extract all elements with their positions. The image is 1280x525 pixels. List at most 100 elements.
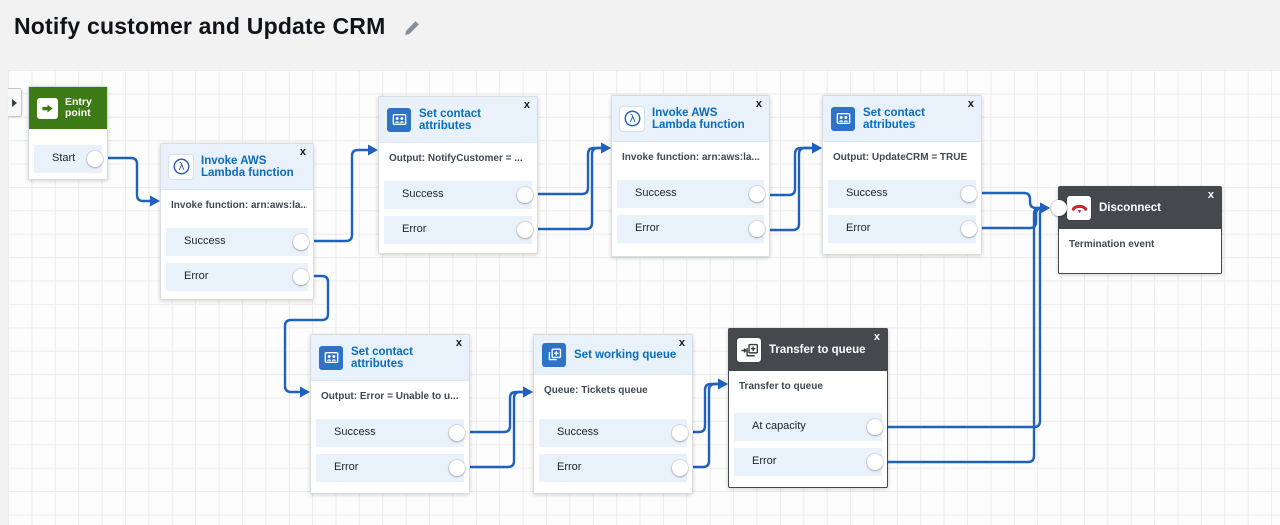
output-row-error: Error xyxy=(734,448,883,476)
connector-port[interactable] xyxy=(449,460,465,476)
connector-port[interactable] xyxy=(672,425,688,441)
output-label: At capacity xyxy=(752,420,806,432)
output-label: Success xyxy=(557,426,599,438)
close-icon[interactable]: x xyxy=(755,98,762,110)
close-icon[interactable]: x xyxy=(967,98,974,110)
output-label: Error xyxy=(334,461,359,473)
connector-port[interactable] xyxy=(449,425,465,441)
connector-port[interactable] xyxy=(961,186,977,202)
output-row-success: Success xyxy=(316,419,465,447)
block-header[interactable]: Disconnect x xyxy=(1059,187,1221,229)
page-title: Notify customer and Update CRM xyxy=(14,13,386,39)
arrowhead-icon xyxy=(812,142,822,154)
output-row-error: Error xyxy=(316,454,465,482)
output-row-error: Error xyxy=(539,454,688,482)
block-description: Invoke function: arn:aws:la... xyxy=(171,200,307,211)
close-icon[interactable]: x xyxy=(1207,189,1214,201)
block-title: Disconnect xyxy=(1099,202,1161,214)
arrowhead-icon xyxy=(523,386,533,398)
output-row-success: Success xyxy=(539,419,688,447)
block-description: Output: NotifyCustomer = ... xyxy=(389,153,523,164)
output-label: Error xyxy=(635,222,660,234)
lambda-icon: λ xyxy=(169,154,193,179)
block-title: Invoke AWS Lambda function xyxy=(201,154,294,179)
connection xyxy=(970,206,1043,230)
connector-port[interactable] xyxy=(867,454,883,470)
block-title: Set contact attributes xyxy=(419,107,481,132)
arrowhead-icon xyxy=(601,142,611,154)
close-icon[interactable]: x xyxy=(523,99,530,111)
arrowhead-icon xyxy=(150,195,160,207)
block-header[interactable]: Set contact attributes x xyxy=(379,97,537,143)
output-row-success: Success xyxy=(828,180,977,208)
contact-attributes-icon xyxy=(387,107,411,132)
phone-disconnect-icon xyxy=(1067,196,1091,220)
connector-port[interactable] xyxy=(749,186,765,202)
connector-port[interactable] xyxy=(961,221,977,237)
block-title: Entry point xyxy=(65,96,92,119)
transfer-queue-icon xyxy=(737,338,761,362)
output-label: Success xyxy=(402,188,444,200)
close-icon[interactable]: x xyxy=(455,337,462,349)
output-row-error: Error xyxy=(384,216,533,244)
arrowhead-icon xyxy=(812,142,822,154)
arrowhead-icon xyxy=(300,386,310,398)
connection xyxy=(526,146,604,231)
output-label: Success xyxy=(184,235,226,247)
output-row-start: Start xyxy=(34,145,103,173)
block-header[interactable]: Entry point xyxy=(29,87,107,129)
close-icon[interactable]: x xyxy=(678,337,685,349)
block-description: Transfer to queue xyxy=(739,381,823,392)
block-header[interactable]: Transfer to queue x xyxy=(729,329,887,371)
page-header: Notify customer and Update CRM xyxy=(0,0,1280,70)
connector-port[interactable] xyxy=(293,234,309,250)
block-title: Transfer to queue xyxy=(769,344,866,356)
block-description: Queue: Tickets queue xyxy=(544,385,648,396)
arrowhead-icon xyxy=(1040,202,1050,214)
close-icon[interactable]: x xyxy=(299,146,306,158)
sidebar-toggle-tab[interactable] xyxy=(8,88,22,117)
arrowhead-icon xyxy=(718,378,728,390)
arrowhead-icon xyxy=(1040,202,1050,214)
block-description: Output: Error = Unable to u... xyxy=(321,391,459,402)
close-icon[interactable]: x xyxy=(873,331,880,343)
connector-port[interactable] xyxy=(87,151,103,167)
output-row-error: Error xyxy=(617,215,765,243)
input-port[interactable] xyxy=(1051,200,1067,216)
block-description: Invoke function: arn:aws:la... xyxy=(622,152,760,163)
chevron-right-icon xyxy=(12,98,17,107)
block-header[interactable]: λ Invoke AWS Lambda function x xyxy=(161,144,313,190)
connector-port[interactable] xyxy=(517,187,533,203)
edit-title-pencil-icon[interactable] xyxy=(403,19,421,37)
arrowhead-icon xyxy=(1040,202,1050,214)
output-row-success: Success xyxy=(617,180,765,208)
contact-attributes-icon xyxy=(831,106,855,131)
connector-port[interactable] xyxy=(749,221,765,237)
connector-port[interactable] xyxy=(293,269,309,285)
arrowhead-icon xyxy=(718,378,728,390)
arrowhead-icon xyxy=(523,386,533,398)
output-label: Error xyxy=(402,223,427,235)
queue-plus-icon xyxy=(542,342,566,367)
output-label: Error xyxy=(184,270,209,282)
svg-text:λ: λ xyxy=(629,112,635,125)
connector-port[interactable] xyxy=(517,222,533,238)
connector-port[interactable] xyxy=(867,419,883,435)
output-label: Success xyxy=(635,187,677,199)
connector-port[interactable] xyxy=(672,460,688,476)
output-label: Start xyxy=(52,152,76,164)
